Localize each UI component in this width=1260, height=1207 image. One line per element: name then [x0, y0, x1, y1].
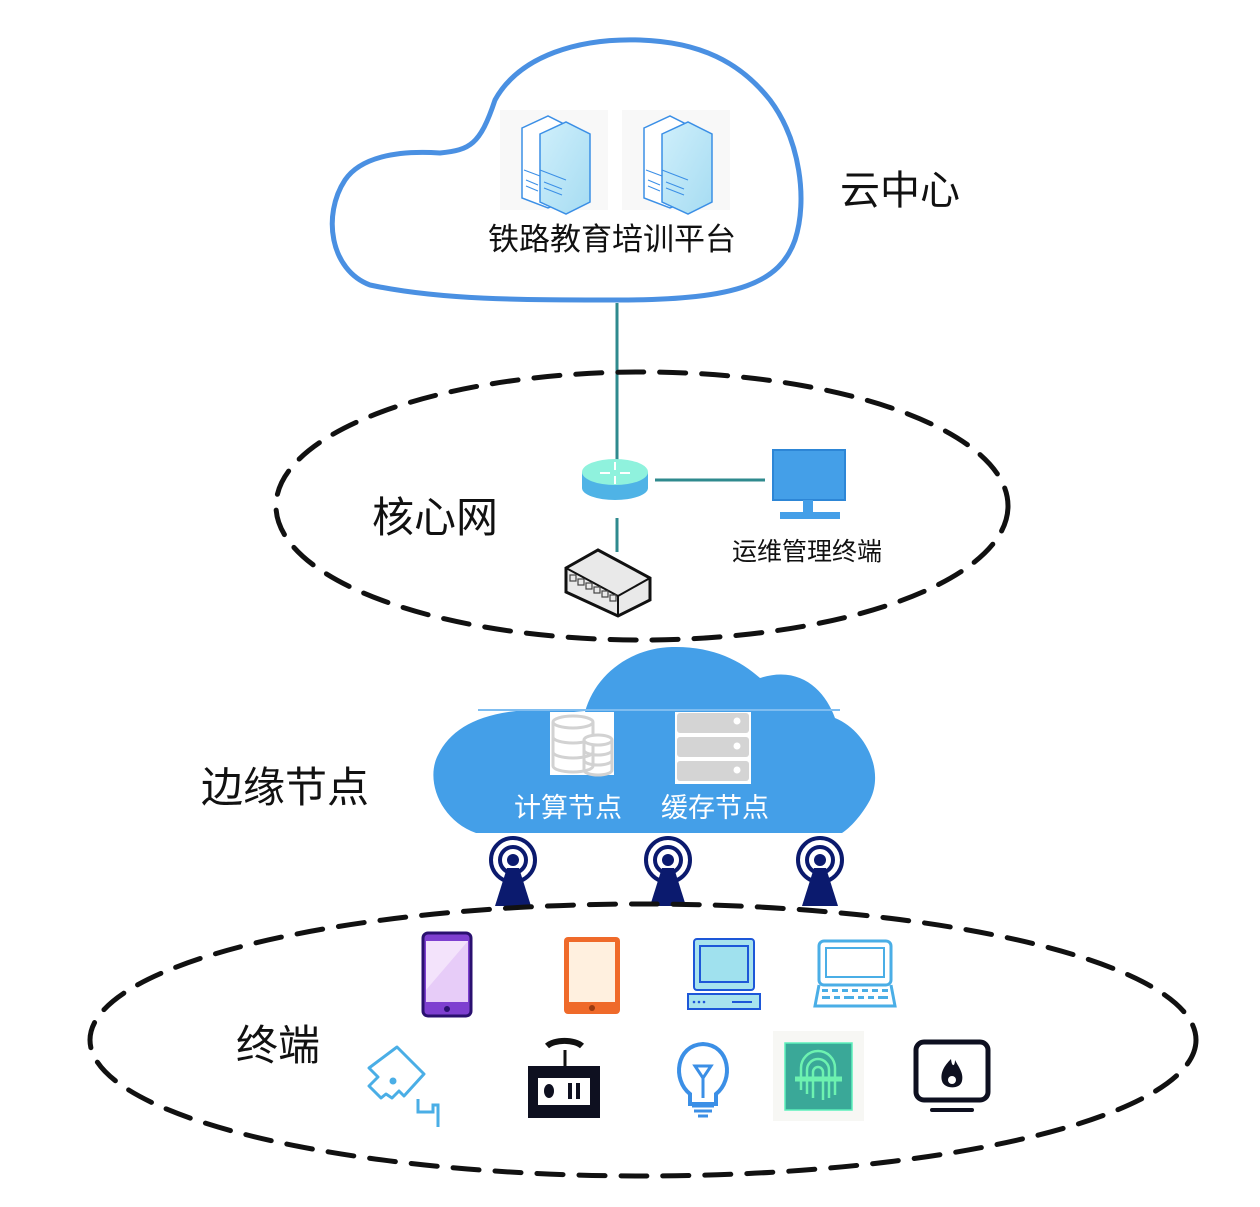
antenna-tower-icon [644, 836, 692, 906]
switch-icon [564, 548, 652, 618]
edge-node-layer: 计算节点 缓存节点 边缘节点 [201, 646, 876, 906]
ops-terminal-label: 运维管理终端 [732, 537, 882, 566]
cloud-server-icon [622, 110, 730, 215]
desktop-computer-icon [687, 938, 761, 1010]
terminal-layer: 终端 [87, 901, 1199, 1179]
smartphone-icon [421, 931, 473, 1018]
fingerprint-scanner-icon [773, 1031, 864, 1121]
cloud-center-label: 云中心 [840, 168, 960, 214]
remote-control-icon [528, 1037, 600, 1118]
cache-node-icon [675, 712, 751, 784]
platform-label: 铁路教育培训平台 [488, 222, 736, 258]
router-icon [582, 459, 648, 500]
edge-cloud-shape [433, 646, 876, 833]
terminal-boundary [87, 901, 1199, 1179]
antenna-tower-icon [796, 836, 844, 906]
core-network-layer: 核心网 运维管理终端 [273, 369, 1011, 643]
tablet-icon [564, 937, 620, 1014]
compute-node-icon [550, 712, 614, 777]
antenna-tower-icon [489, 836, 537, 906]
compute-node-label: 计算节点 [514, 793, 622, 824]
terminal-label: 终端 [236, 1021, 320, 1070]
edge-node-label: 边缘节点 [201, 763, 369, 812]
laptop-icon [813, 939, 897, 1008]
monitor-icon [772, 449, 846, 519]
light-bulb-icon [677, 1041, 729, 1118]
core-network-boundary [273, 369, 1011, 643]
security-camera-icon [367, 1045, 440, 1127]
cloud-center-layer: 铁路教育培训平台 云中心 [329, 37, 960, 303]
cloud-server-icon [500, 110, 608, 215]
fire-alarm-monitor-icon [913, 1039, 991, 1112]
cache-node-label: 缓存节点 [661, 793, 769, 824]
core-network-label: 核心网 [372, 493, 498, 542]
